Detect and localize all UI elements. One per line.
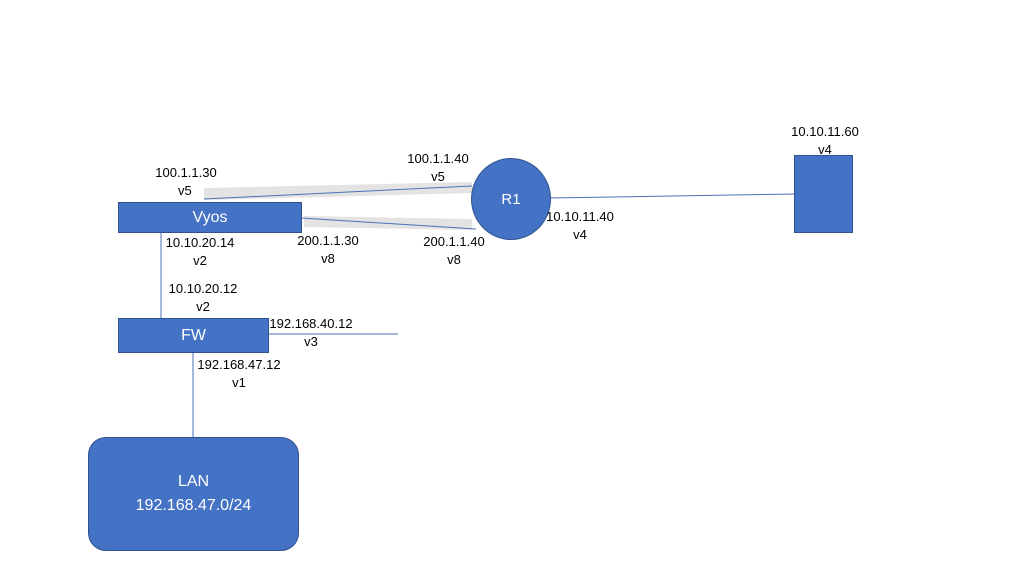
fw-v2-label: 10.10.20.12 v2 — [164, 280, 242, 316]
vyos-node-label: Vyos — [192, 208, 228, 226]
vyos-v8-label: 200.1.1.30 v8 — [292, 232, 364, 268]
fw-v3-label: 192.168.40.12 v3 — [265, 315, 357, 351]
r1-v5-label: 100.1.1.40 v5 — [402, 150, 474, 186]
lan-name: LAN — [177, 473, 210, 490]
remote-host-node — [794, 155, 853, 233]
interface-ip: 192.168.47.12 — [197, 357, 281, 372]
interface-vlan: v5 — [431, 169, 445, 184]
vyos-v2-label: 10.10.20.14 v2 — [161, 234, 239, 270]
r1-node: R1 — [471, 158, 551, 240]
vyos-v5-label: 100.1.1.30 v5 — [151, 164, 221, 200]
interface-ip: 10.10.11.40 — [546, 209, 614, 224]
interface-ip: 200.1.1.30 — [297, 233, 359, 248]
interface-vlan: v4 — [573, 227, 587, 242]
interface-vlan: v3 — [304, 334, 318, 349]
r1-v4-label: 10.10.11.40 v4 — [541, 208, 619, 244]
interface-ip: 100.1.1.30 — [155, 165, 217, 180]
r1-node-label: R1 — [501, 190, 521, 208]
r1-v8-label: 200.1.1.40 v8 — [418, 233, 490, 269]
remote-v4-label: 10.10.11.60 v4 — [785, 123, 865, 159]
fw-v1-label: 192.168.47.12 v1 — [193, 356, 285, 392]
interface-ip: 10.10.20.14 — [165, 235, 235, 250]
interface-vlan: v4 — [818, 142, 832, 157]
interface-vlan: v8 — [447, 252, 461, 267]
interface-ip: 192.168.40.12 — [269, 316, 353, 331]
link-r1-remote-v4 — [548, 193, 796, 199]
vyos-node: Vyos — [118, 202, 302, 233]
interface-ip: 10.10.20.12 — [168, 281, 238, 296]
interface-ip: 10.10.11.60 — [791, 124, 859, 139]
link-vyos-r1-v8 — [300, 217, 477, 230]
interface-vlan: v8 — [321, 251, 335, 266]
link-vyos-r1-v5 — [203, 185, 473, 200]
lan-node: LAN 192.168.47.0/24 — [88, 437, 299, 551]
interface-ip: 100.1.1.40 — [407, 151, 469, 166]
interface-vlan: v2 — [196, 299, 210, 314]
interface-vlan: v5 — [178, 183, 192, 198]
fw-node: FW — [118, 318, 269, 353]
interface-ip: 200.1.1.40 — [423, 234, 485, 249]
lan-subnet: 192.168.47.0/24 — [135, 497, 252, 514]
interface-vlan: v1 — [232, 375, 246, 390]
interface-vlan: v2 — [193, 253, 207, 268]
fw-node-label: FW — [181, 326, 206, 344]
